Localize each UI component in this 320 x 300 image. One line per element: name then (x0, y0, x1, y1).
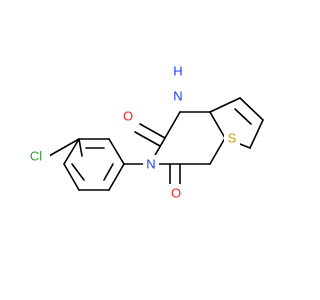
oxygen-atom-o4: O (171, 186, 181, 201)
bond (71, 163, 85, 181)
sulfur-atom: S (228, 131, 237, 146)
bond (63, 138, 80, 165)
bond (103, 163, 114, 181)
bond (78, 138, 83, 157)
bond (239, 97, 264, 121)
bond (209, 97, 241, 113)
nitrogen-atom-n1: N (173, 89, 182, 104)
bond (164, 111, 181, 139)
oxygen-atom-o2: O (123, 109, 133, 124)
bond (209, 111, 226, 139)
hydrogen-atom: H (173, 64, 182, 79)
bond (249, 119, 264, 149)
atom-labels: Cl N N H O O S (22, 55, 240, 202)
bond (209, 137, 226, 165)
bond (48, 138, 80, 157)
bond (234, 108, 252, 125)
molecule-structure: Cl N N H O O S (22, 55, 264, 202)
bond (108, 163, 125, 191)
chlorine-atom: Cl (30, 149, 42, 164)
bond (134, 131, 161, 147)
bond (63, 163, 80, 191)
nitrogen-atom-n3: N (146, 157, 155, 172)
bond (139, 123, 166, 139)
bond (108, 138, 125, 165)
